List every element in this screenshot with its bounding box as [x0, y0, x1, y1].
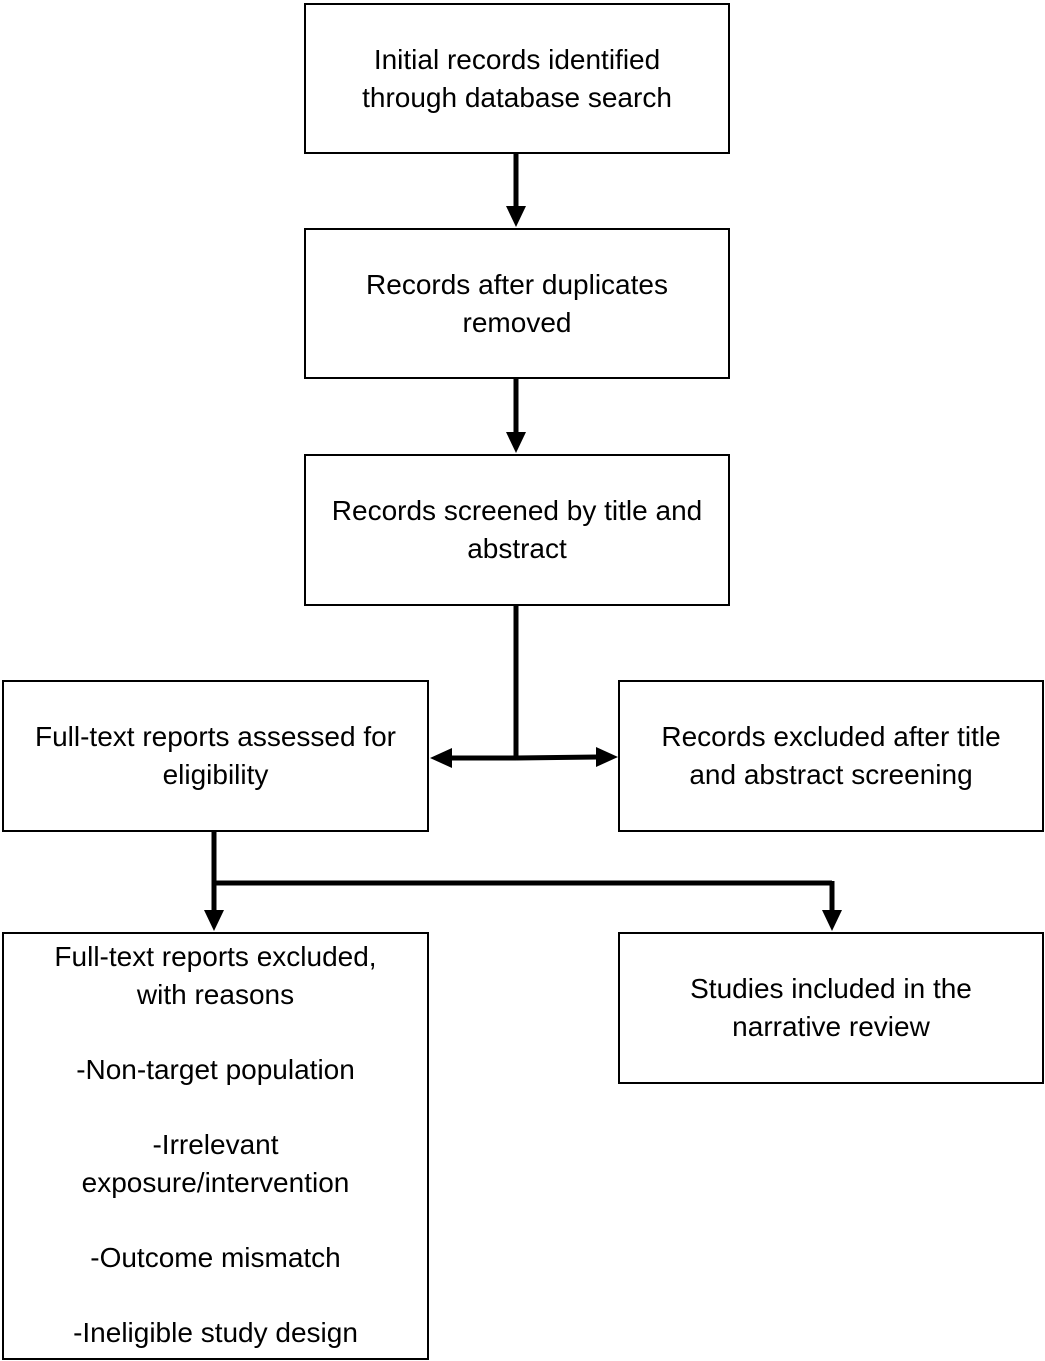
arrowhead-fulltext-excluded [204, 910, 224, 931]
box-records-after-duplicates: Records after duplicates removed [304, 228, 730, 379]
box-text-line: Records excluded after title [661, 721, 1001, 752]
box-text-line: through database search [362, 81, 672, 113]
box-fulltext-assessed: Full-text reports assessed for eligibili… [2, 680, 429, 832]
exclusion-reason: -Irrelevant [152, 1129, 279, 1160]
arrowhead-excluded-screening [596, 747, 618, 767]
box-text-line: and abstract screening [689, 759, 973, 790]
arrowhead-deduplicated [506, 206, 526, 227]
box-fulltext-excluded: Full-text reports excluded, with reasons… [2, 932, 429, 1360]
box-text-line: Full-text reports assessed for [34, 721, 397, 752]
arrowhead-included [822, 910, 842, 931]
box-initial-records: Initial records identified through datab… [304, 3, 730, 154]
exclusion-reason: -Non-target population [76, 1054, 355, 1085]
box-text-line: narrative review [732, 1011, 930, 1042]
box-records-excluded-screening: Records excluded after title and abstrac… [618, 680, 1044, 832]
exclusion-reason: -Outcome mismatch [90, 1242, 341, 1273]
box-text-line: removed [462, 306, 572, 338]
box-text-line: Records after duplicates [366, 268, 668, 300]
connector-screened-right [515, 754, 599, 761]
box-text-line: eligibility [162, 759, 269, 790]
box-text-line: Initial records identified [373, 43, 661, 75]
box-text-line: with reasons [136, 979, 295, 1010]
arrowhead-screened [506, 432, 526, 453]
exclusion-reason: exposure/intervention [81, 1167, 350, 1198]
box-text-line: Studies included in the [690, 973, 972, 1004]
box-text-line: Records screened by title and [331, 495, 703, 526]
box-text-line: abstract [467, 533, 567, 564]
exclusion-reason: -Ineligible study design [73, 1317, 358, 1348]
arrowhead-fulltext-assessed [430, 748, 452, 768]
box-text-line: Full-text reports excluded, [54, 941, 377, 972]
box-records-screened: Records screened by title and abstract [304, 454, 730, 606]
box-studies-included: Studies included in the narrative review [618, 932, 1044, 1084]
